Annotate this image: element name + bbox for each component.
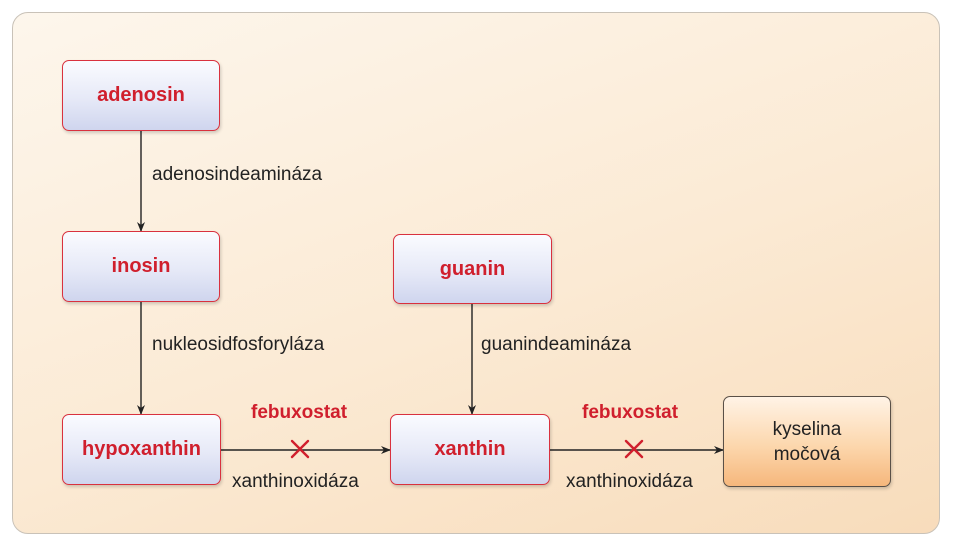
node-guanin: guanin xyxy=(393,234,552,304)
enzyme-xanthinoxidaza-2: xanthinoxidáza xyxy=(566,471,693,492)
enzyme-adenosindeaminaza: adenosindeamináza xyxy=(152,164,323,185)
node-kyselina-mocova: kyselina močová xyxy=(723,396,891,487)
node-adenosin-label: adenosin xyxy=(97,84,185,106)
enzyme-xanthinoxidaza-1: xanthinoxidáza xyxy=(232,471,359,492)
inhibitor-febuxostat-2: febuxostat xyxy=(582,402,679,423)
node-inosin-label: inosin xyxy=(111,255,171,277)
node-hypoxanthin-label: hypoxanthin xyxy=(82,438,201,460)
block-cross-2 xyxy=(624,439,644,459)
node-xanthin: xanthin xyxy=(390,414,550,485)
enzyme-nukleosidfosforylaza: nukleosidfosforyláza xyxy=(152,334,325,355)
node-kyselina-line2: močová xyxy=(773,443,841,465)
block-cross-1 xyxy=(290,439,310,459)
node-xanthin-label: xanthin xyxy=(434,438,506,460)
node-adenosin: adenosin xyxy=(62,60,220,131)
node-guanin-label: guanin xyxy=(439,257,506,280)
node-inosin: inosin xyxy=(62,231,220,302)
node-hypoxanthin: hypoxanthin xyxy=(62,414,221,485)
enzyme-guanindeaminaza: guanindeamináza xyxy=(481,334,632,355)
inhibitor-febuxostat-1: febuxostat xyxy=(251,402,348,423)
node-kyselina-line1: kyselina xyxy=(772,418,842,440)
